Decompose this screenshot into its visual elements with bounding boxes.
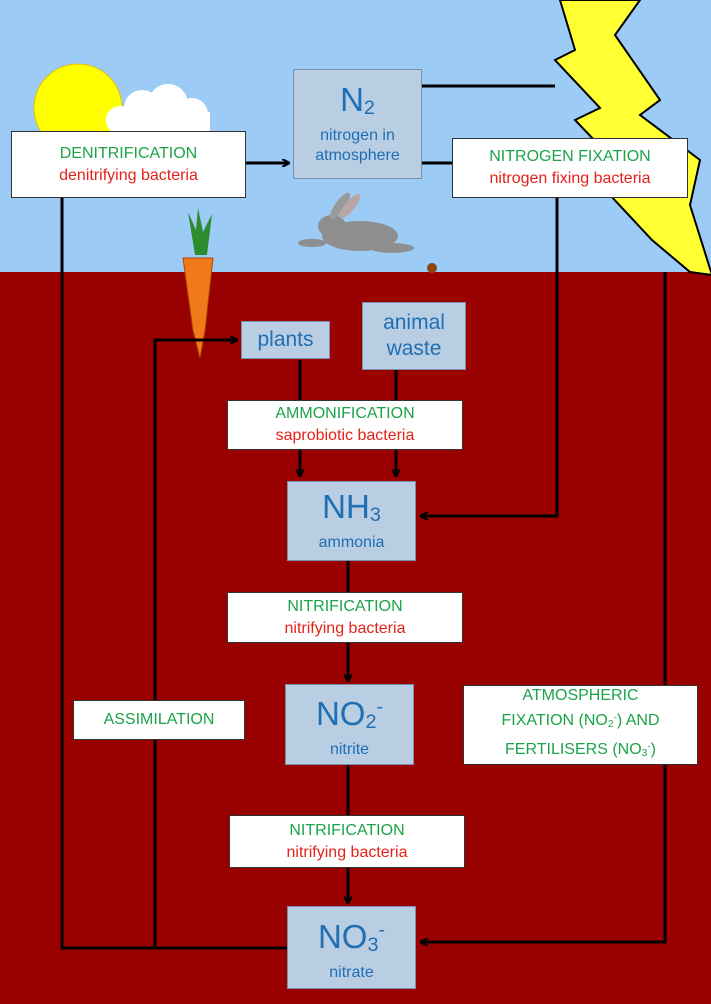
nh3-box: NH3 ammonia	[287, 481, 416, 561]
n2-name-line2: atmosphere	[315, 146, 400, 164]
nitrogen-fixation-label: NITROGEN FIXATION nitrogen fixing bacter…	[452, 138, 688, 198]
ammonification-label: AMMONIFICATION saprobiotic bacteria	[227, 400, 463, 450]
n2-name-line1: nitrogen in	[320, 126, 395, 144]
atmospheric-line3: FERTILISERS (NO3-)	[505, 740, 656, 759]
n2-box: N2 nitrogen in atmosphere	[293, 69, 422, 179]
no2-name: nitrite	[329, 740, 370, 758]
atmospheric-line1: ATMOSPHERIC	[522, 687, 639, 705]
nitrification-process-2: NITRIFICATION	[289, 821, 405, 839]
nitrification-label-2: NITRIFICATION nitrifying bacteria	[229, 815, 465, 868]
nitrification-process-1: NITRIFICATION	[287, 597, 403, 615]
rabbit-icon	[298, 192, 437, 273]
nh3-name: ammonia	[318, 533, 385, 551]
no2-formula: NO2-	[315, 694, 384, 733]
nitrification-agent-2: nitrifying bacteria	[286, 843, 408, 861]
denitrification-label: DENITRIFICATION denitrifying bacteria	[11, 131, 246, 198]
no3-name: nitrate	[329, 963, 374, 981]
atmospheric-fixation-label: ATMOSPHERIC FIXATION (NO2-) AND FERTILIS…	[463, 685, 698, 765]
atmospheric-line2: FIXATION (NO2-) AND	[501, 711, 660, 730]
denitrification-agent: denitrifying bacteria	[59, 166, 198, 184]
no2-box: NO2- nitrite	[285, 684, 414, 765]
no3-formula: NO3-	[317, 917, 386, 956]
plants-box: plants	[241, 321, 330, 359]
denitrification-process: DENITRIFICATION	[59, 144, 198, 162]
plants-label: plants	[257, 328, 314, 351]
nitrification-agent-1: nitrifying bacteria	[284, 619, 406, 637]
animal-waste-line2: waste	[386, 337, 442, 360]
carrot-icon	[182, 208, 214, 359]
assimilation-label: ASSIMILATION	[73, 700, 245, 740]
n2-formula: N2	[340, 81, 375, 119]
lightning-icon	[553, 0, 711, 276]
nitrification-label-1: NITRIFICATION nitrifying bacteria	[227, 592, 463, 643]
ammonification-process: AMMONIFICATION	[275, 405, 415, 422]
nitrogen-fixation-agent: nitrogen fixing bacteria	[489, 170, 651, 187]
animal-waste-box: animal waste	[362, 302, 466, 370]
no3-box: NO3- nitrate	[287, 906, 416, 989]
nh3-formula: NH3	[322, 488, 381, 526]
ammonification-agent: saprobiotic bacteria	[275, 427, 415, 444]
nitrogen-fixation-process: NITROGEN FIXATION	[489, 148, 651, 165]
cloud-icon	[106, 84, 210, 134]
assimilation-process: ASSIMILATION	[103, 711, 215, 728]
animal-waste-line1: animal	[383, 311, 445, 334]
